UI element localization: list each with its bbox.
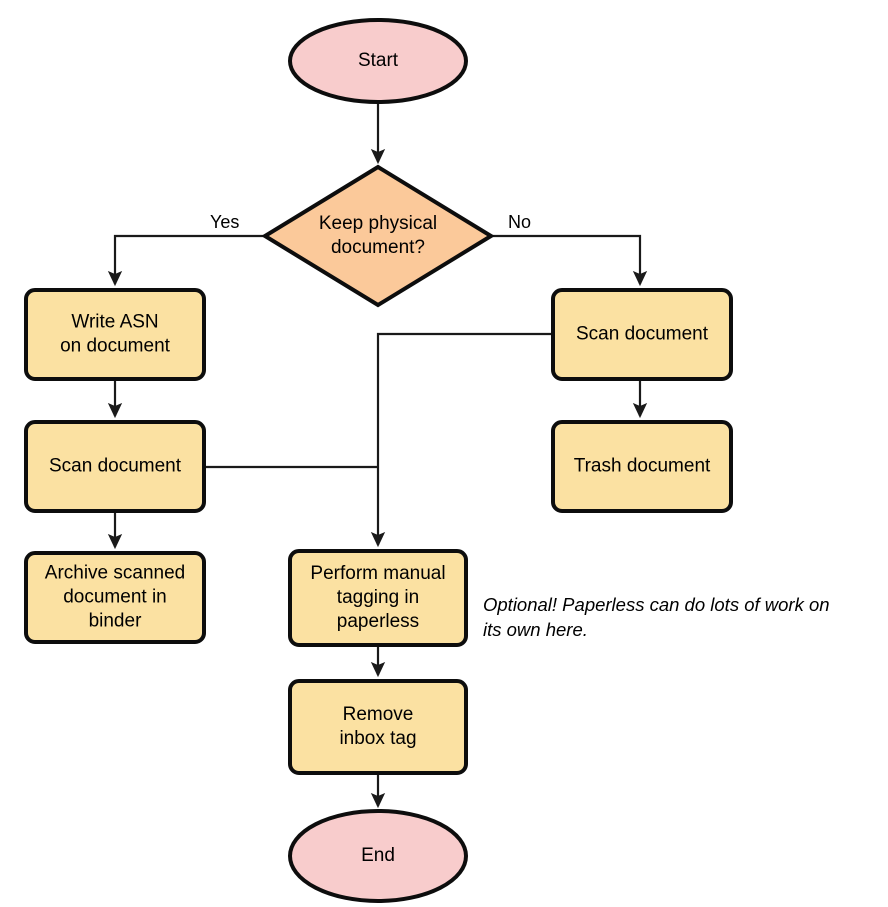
edge-label-no-label: No — [508, 212, 531, 232]
annotation-optional-note: Optional! Paperless can do lots of work … — [483, 594, 830, 640]
node-label-scan-document-right: Scan document — [576, 324, 709, 345]
node-scan-document-left[interactable]: Scan document — [24, 420, 206, 513]
edge-label-yes-label: Yes — [210, 212, 239, 232]
node-shape-ellipse — [288, 809, 468, 903]
node-shape-rect — [24, 288, 206, 381]
node-trash-document[interactable]: Trash document — [551, 420, 733, 513]
node-shape-rect — [551, 420, 733, 513]
node-shape-rect — [288, 679, 468, 775]
node-shape-rect — [551, 288, 733, 381]
edge-labels-layer: Yes No — [210, 212, 531, 232]
edge-scan-right-to-tagging — [370, 332, 553, 548]
node-shape-diamond — [261, 164, 495, 308]
node-scan-document-right[interactable]: Scan document — [551, 288, 733, 381]
node-label-trash-document: Trash document — [574, 456, 711, 477]
node-label-end: End — [361, 845, 395, 866]
node-shape-rect — [288, 549, 468, 647]
node-shape-rect — [24, 420, 206, 513]
annotations-layer: Optional! Paperless can do lots of work … — [483, 594, 830, 640]
edges-layer — [107, 102, 648, 809]
node-shape-ellipse — [288, 18, 468, 104]
edge-decision-to-scan-right — [491, 234, 648, 287]
node-label-scan-document-left: Scan document — [49, 456, 182, 477]
node-end[interactable]: End — [288, 809, 468, 903]
node-label-start: Start — [358, 50, 399, 71]
node-shape-rect — [24, 551, 206, 644]
node-start[interactable]: Start — [288, 18, 468, 104]
edge-decision-to-write-asn — [107, 234, 265, 287]
